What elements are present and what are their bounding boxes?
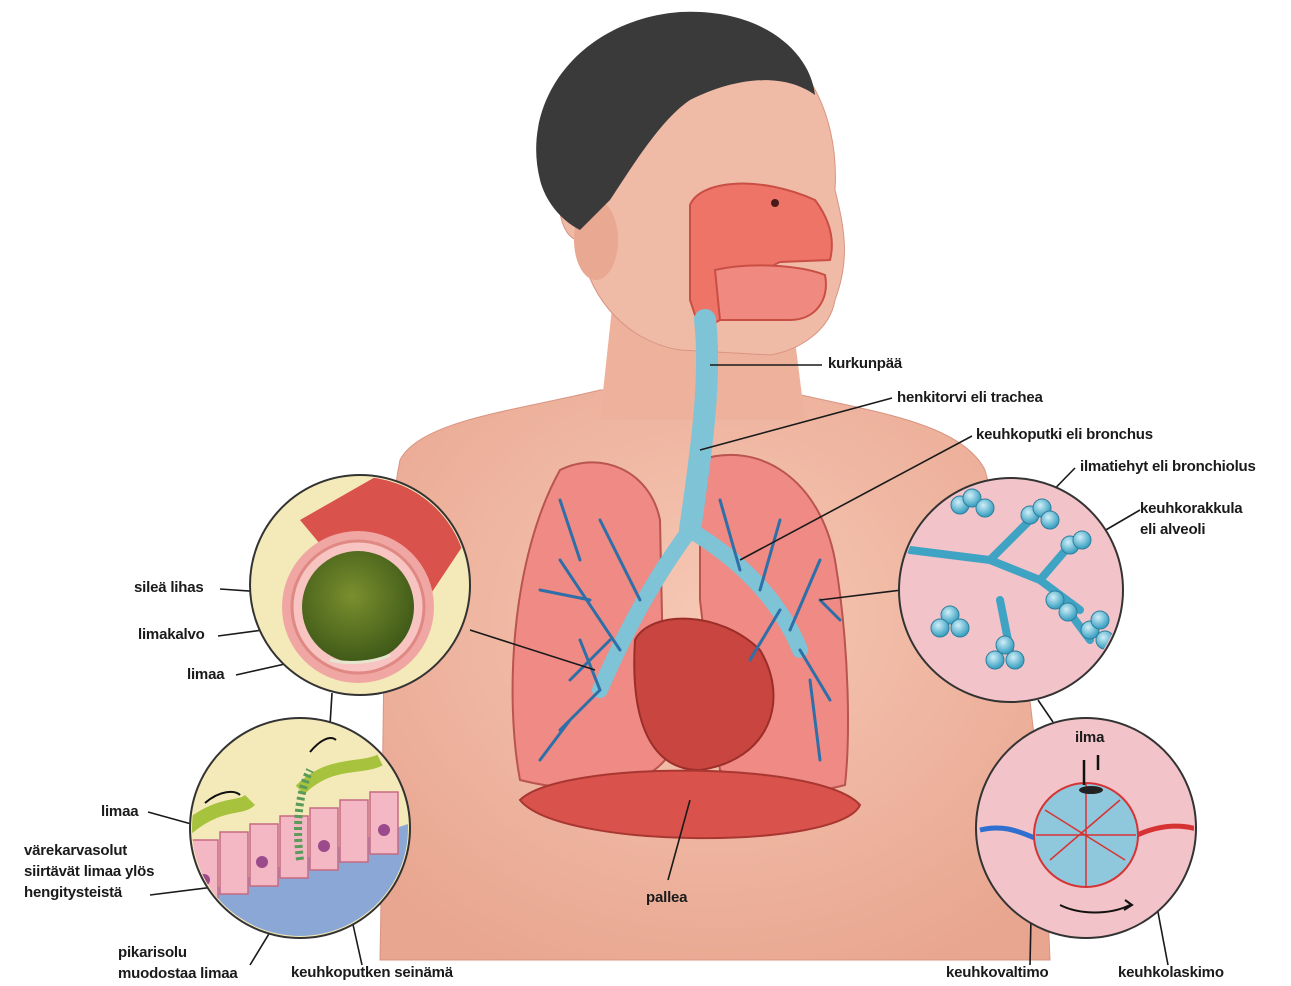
inset-gas-exchange <box>976 718 1200 938</box>
head <box>536 12 844 355</box>
label-alveoli: keuhkorakkula eli alveoli <box>1140 498 1242 540</box>
label-limaa-top: limaa <box>187 665 224 685</box>
label-seinama: keuhkoputken seinämä <box>291 963 453 983</box>
label-bronchus: keuhkoputki eli bronchus <box>976 425 1153 445</box>
label-pikarisolu: pikarisolu muodostaa limaa <box>118 942 238 984</box>
label-ilma: ilma <box>1075 728 1104 748</box>
label-keuhkolaskimo: keuhkolaskimo <box>1118 963 1224 983</box>
label-trachea: henkitorvi eli trachea <box>897 388 1043 408</box>
label-pallea: pallea <box>646 888 687 908</box>
label-limaa-bottom: limaa <box>101 802 138 822</box>
label-varekarvasolut: värekarvasolut siirtävät limaa ylös heng… <box>24 840 154 903</box>
label-keuhkovaltimo: keuhkovaltimo <box>946 963 1048 983</box>
label-kurkunpaa: kurkunpää <box>828 354 902 374</box>
label-bronchiolus: ilmatiehyt eli bronchiolus <box>1080 457 1256 477</box>
label-silea-lihas: sileä lihas <box>134 578 204 598</box>
inset-alveoli <box>899 478 1123 702</box>
label-limakalvo: limakalvo <box>138 625 205 645</box>
